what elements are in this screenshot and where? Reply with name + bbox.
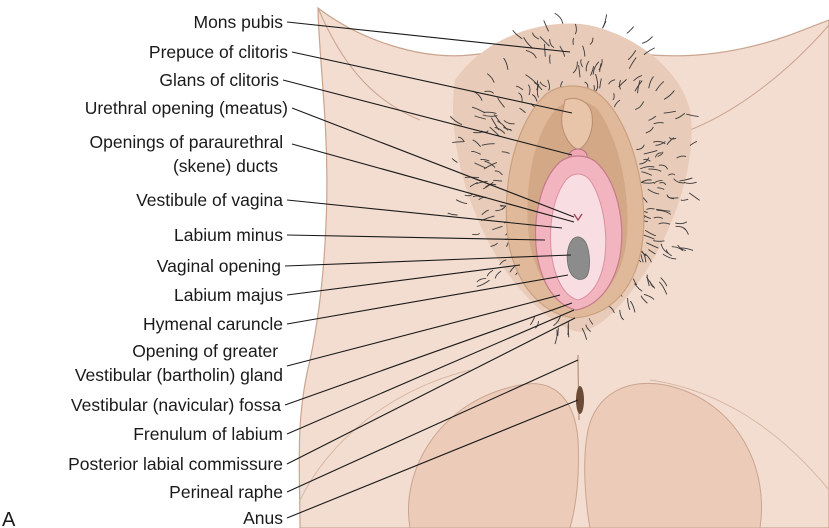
label-prepuce-of-clitoris: Prepuce of clitoris [149, 42, 288, 62]
hair-stroke [642, 37, 652, 44]
label-hymenal-caruncle: Hymenal caruncle [143, 314, 283, 334]
label-paraurethral-ducts: Openings of paraurethral (skene) ducts [90, 132, 288, 176]
label-vestibule-of-vagina: Vestibule of vagina [136, 190, 283, 210]
vaginal-opening-shape [567, 237, 589, 280]
label-glans-of-clitoris: Glans of clitoris [159, 70, 279, 90]
label-posterior-labial-commissure: Posterior labial commissure [68, 454, 283, 474]
label-mons-pubis: Mons pubis [194, 12, 284, 32]
hair-stroke [627, 27, 633, 33]
label-urethral-opening: Urethral opening (meatus) [85, 98, 288, 118]
panel-letter: A [2, 509, 16, 528]
hair-stroke [558, 328, 559, 335]
label-frenulum-of-labium: Frenulum of labium [133, 424, 283, 444]
label-perineal-raphe: Perineal raphe [169, 482, 283, 502]
label-vaginal-opening: Vaginal opening [157, 256, 281, 276]
label-greater-vestibular-gland: Opening of greater Vestibular (bartholin… [75, 341, 283, 385]
label-labium-majus: Labium majus [174, 285, 283, 305]
label-navicular-fossa: Vestibular (navicular) fossa [71, 395, 281, 415]
hair-stroke [555, 13, 563, 23]
label-anus: Anus [243, 508, 283, 528]
label-labium-minus: Labium minus [174, 225, 283, 245]
labels: Mons pubis Prepuce of clitoris Glans of … [2, 12, 288, 528]
